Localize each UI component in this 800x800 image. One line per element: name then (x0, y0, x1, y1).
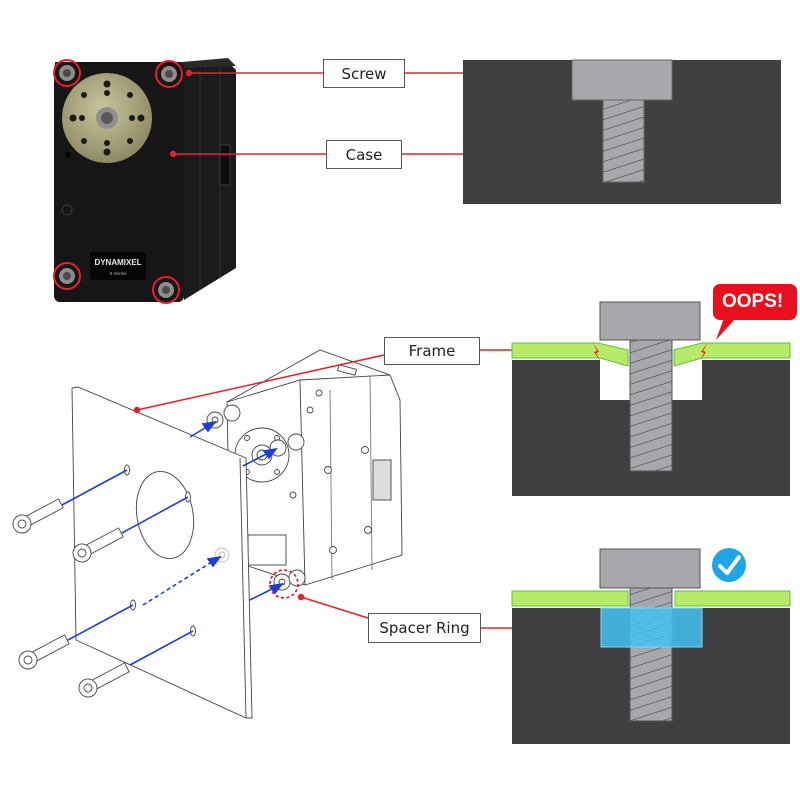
frame-section-left (511, 590, 629, 607)
screw-thread-section (602, 99, 645, 183)
oops-speech-bubble (713, 284, 797, 340)
label-screw: Screw (323, 59, 405, 88)
label-frame-text: Frame (408, 342, 456, 360)
servo-connector-port (219, 144, 231, 186)
spacer-ring-section (600, 607, 703, 648)
cross-section-with-spacer (511, 548, 791, 744)
frame-section-right (674, 590, 791, 607)
screw-head-wrong (599, 301, 701, 341)
oops-text: OOPS! (722, 291, 784, 312)
check-circle-icon (712, 548, 746, 582)
screw-thread-wrong (629, 339, 673, 472)
label-case: Case (326, 140, 402, 169)
assembly-drawing (12, 349, 403, 719)
frame-center-hole (135, 470, 195, 560)
crack-right-icon (700, 342, 708, 361)
screw-highlight-circles (53, 59, 183, 304)
corner-screws (59, 65, 177, 298)
assembly-arrows (61, 420, 284, 666)
cross-section-screw-case (463, 59, 781, 204)
frame-section-bent-right (673, 342, 791, 367)
series-logo-text: X-Series (109, 271, 127, 276)
crack-left-icon (592, 342, 601, 362)
brand-logo-text: DYNAMIXEL (94, 258, 141, 267)
frame-section-bent-left (511, 342, 629, 367)
bolts (12, 498, 130, 698)
screw-head-section (571, 59, 673, 101)
label-case-text: Case (345, 145, 383, 164)
cross-section-without-spacer (511, 301, 791, 496)
label-spacer-ring: Spacer Ring (368, 613, 481, 643)
servo-photo: DYNAMIXEL X-Series (53, 58, 236, 304)
dynamixel-logo-plate (90, 252, 146, 280)
label-spacer-ring-text: Spacer Ring (379, 619, 470, 637)
spacer-highlight-circle (269, 569, 299, 599)
label-screw-text: Screw (341, 64, 387, 83)
servo-side-face (182, 62, 236, 300)
label-frame: Frame (384, 337, 480, 365)
screw-head-correct (599, 548, 701, 589)
